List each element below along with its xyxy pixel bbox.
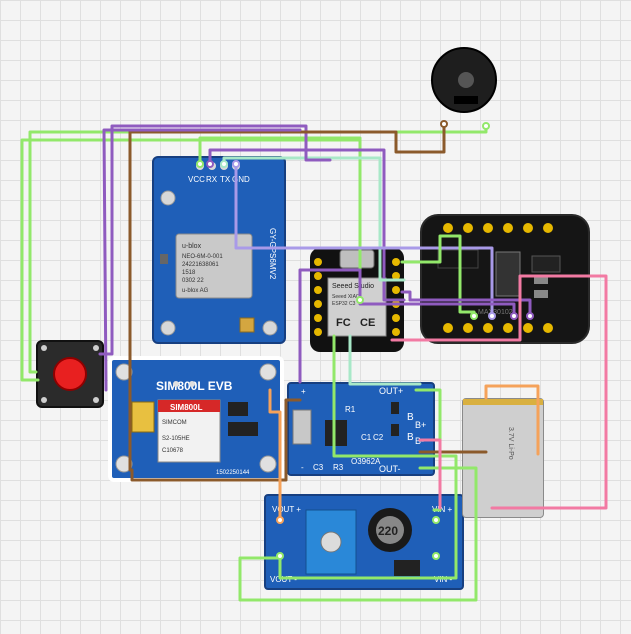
charger-c2: C2 xyxy=(373,433,384,442)
gps-pin-tx: TX xyxy=(220,175,231,184)
push-button[interactable] xyxy=(36,340,104,408)
boost-vin-minus: VIN - xyxy=(434,575,453,584)
heart-rate-sensor-art: MAX30102 xyxy=(437,223,561,333)
lipo-battery[interactable]: 3.7V Li-Po xyxy=(462,398,544,518)
gps-pin-rx: RX xyxy=(206,175,218,184)
gps-chip-line-5: u-blox AG xyxy=(182,288,209,294)
gsm-chip-line-2: S2-105HE xyxy=(162,436,190,442)
xiao-board-line-1: ESP32 C3 xyxy=(332,301,356,307)
gps-chip-line-2: 24221638061 xyxy=(182,262,219,268)
charger-b-bottom: B xyxy=(407,432,414,443)
charger-out-minus: OUT- xyxy=(379,464,401,474)
push-button-art xyxy=(41,345,99,403)
charger-chip-text: O3962A xyxy=(351,457,381,466)
battery-label: 3.7V Li-Po xyxy=(507,427,514,460)
gps-chip-line-3: 1518 xyxy=(182,270,196,276)
gsm-chip-line-3: C10678 xyxy=(162,448,184,454)
charger-plus: + xyxy=(301,387,306,396)
boost-vout-plus: VOUT + xyxy=(272,505,301,514)
gps-module[interactable]: VCC RX TX GND u-blox NEO-6M-0-001 242216… xyxy=(152,156,286,344)
boost-converter-module[interactable]: VOUT + VIN + VOUT - VIN - 220 xyxy=(264,494,464,590)
gps-chip-line-1: NEO-6M-0-001 xyxy=(182,254,223,260)
charger-out-plus: OUT+ xyxy=(379,386,403,396)
charger-b-plus: B+ xyxy=(415,420,426,430)
gsm-module-title: SIM800L EVB xyxy=(156,379,233,393)
buzzer-art xyxy=(431,47,497,113)
charger-b-top: B xyxy=(407,412,414,423)
charger-b-minus: B- xyxy=(415,436,424,446)
gps-pin-holes xyxy=(196,162,240,170)
boost-inductor-label: 220 xyxy=(378,524,398,538)
boost-converter-art: VOUT + VIN + VOUT - VIN - 220 xyxy=(270,505,453,584)
boost-vin-plus: VIN + xyxy=(432,505,453,514)
gps-module-art: VCC RX TX GND u-blox NEO-6M-0-001 242216… xyxy=(160,162,278,336)
charger-minus: - xyxy=(301,463,304,472)
heart-sensor-chip-label: MAX30102 xyxy=(478,309,513,316)
charger-module-art: OUT+ R1 C1 C2 R3 OUT- B+ B- C3 - + B B O… xyxy=(292,386,426,474)
xiao-cert-fc: FC xyxy=(336,317,351,329)
gps-pin-vcc: VCC xyxy=(188,175,205,184)
boost-vout-minus: VOUT - xyxy=(270,575,297,584)
gsm-chip-line-0: SIM800L xyxy=(170,403,203,412)
charger-r1: R1 xyxy=(345,405,356,414)
charger-c3: C3 xyxy=(313,463,324,472)
gsm-serial: 1502250144 xyxy=(216,470,250,476)
xiao-board-name: Seeed Studio xyxy=(332,283,374,290)
xiao-cert-ce: CE xyxy=(360,317,375,329)
battery-art: 3.7V Li-Po xyxy=(463,399,543,460)
xiao-board-art: Seeed Studio Seeed XIAO ESP32 C3 FC CE xyxy=(314,249,400,337)
gsm-module-art: SIM800L EVB SIM800L SIMCOM S2-105HE C106… xyxy=(115,363,277,476)
battery-charger-module[interactable]: OUT+ R1 C1 C2 R3 OUT- B+ B- C3 - + B B O… xyxy=(287,382,435,476)
xiao-board-line-0: Seeed XIAO xyxy=(332,294,360,300)
gps-side-label: GY-GPS6MV2 xyxy=(268,228,277,280)
buzzer[interactable] xyxy=(430,46,498,114)
gps-chip-line-4: 0302 22 xyxy=(182,278,204,284)
gps-chip-line-0: u-blox xyxy=(182,243,202,250)
charger-c1: C1 xyxy=(361,433,372,442)
heart-rate-sensor[interactable]: MAX30102 xyxy=(420,214,590,344)
charger-r3: R3 xyxy=(333,463,344,472)
gsm-sim800l-module[interactable]: SIM800L EVB SIM800L SIMCOM S2-105HE C106… xyxy=(108,356,284,482)
gps-pin-gnd: GND xyxy=(232,175,250,184)
gsm-chip-line-1: SIMCOM xyxy=(162,420,187,426)
xiao-esp32-board[interactable]: Seeed Studio Seeed XIAO ESP32 C3 FC CE xyxy=(310,248,404,352)
